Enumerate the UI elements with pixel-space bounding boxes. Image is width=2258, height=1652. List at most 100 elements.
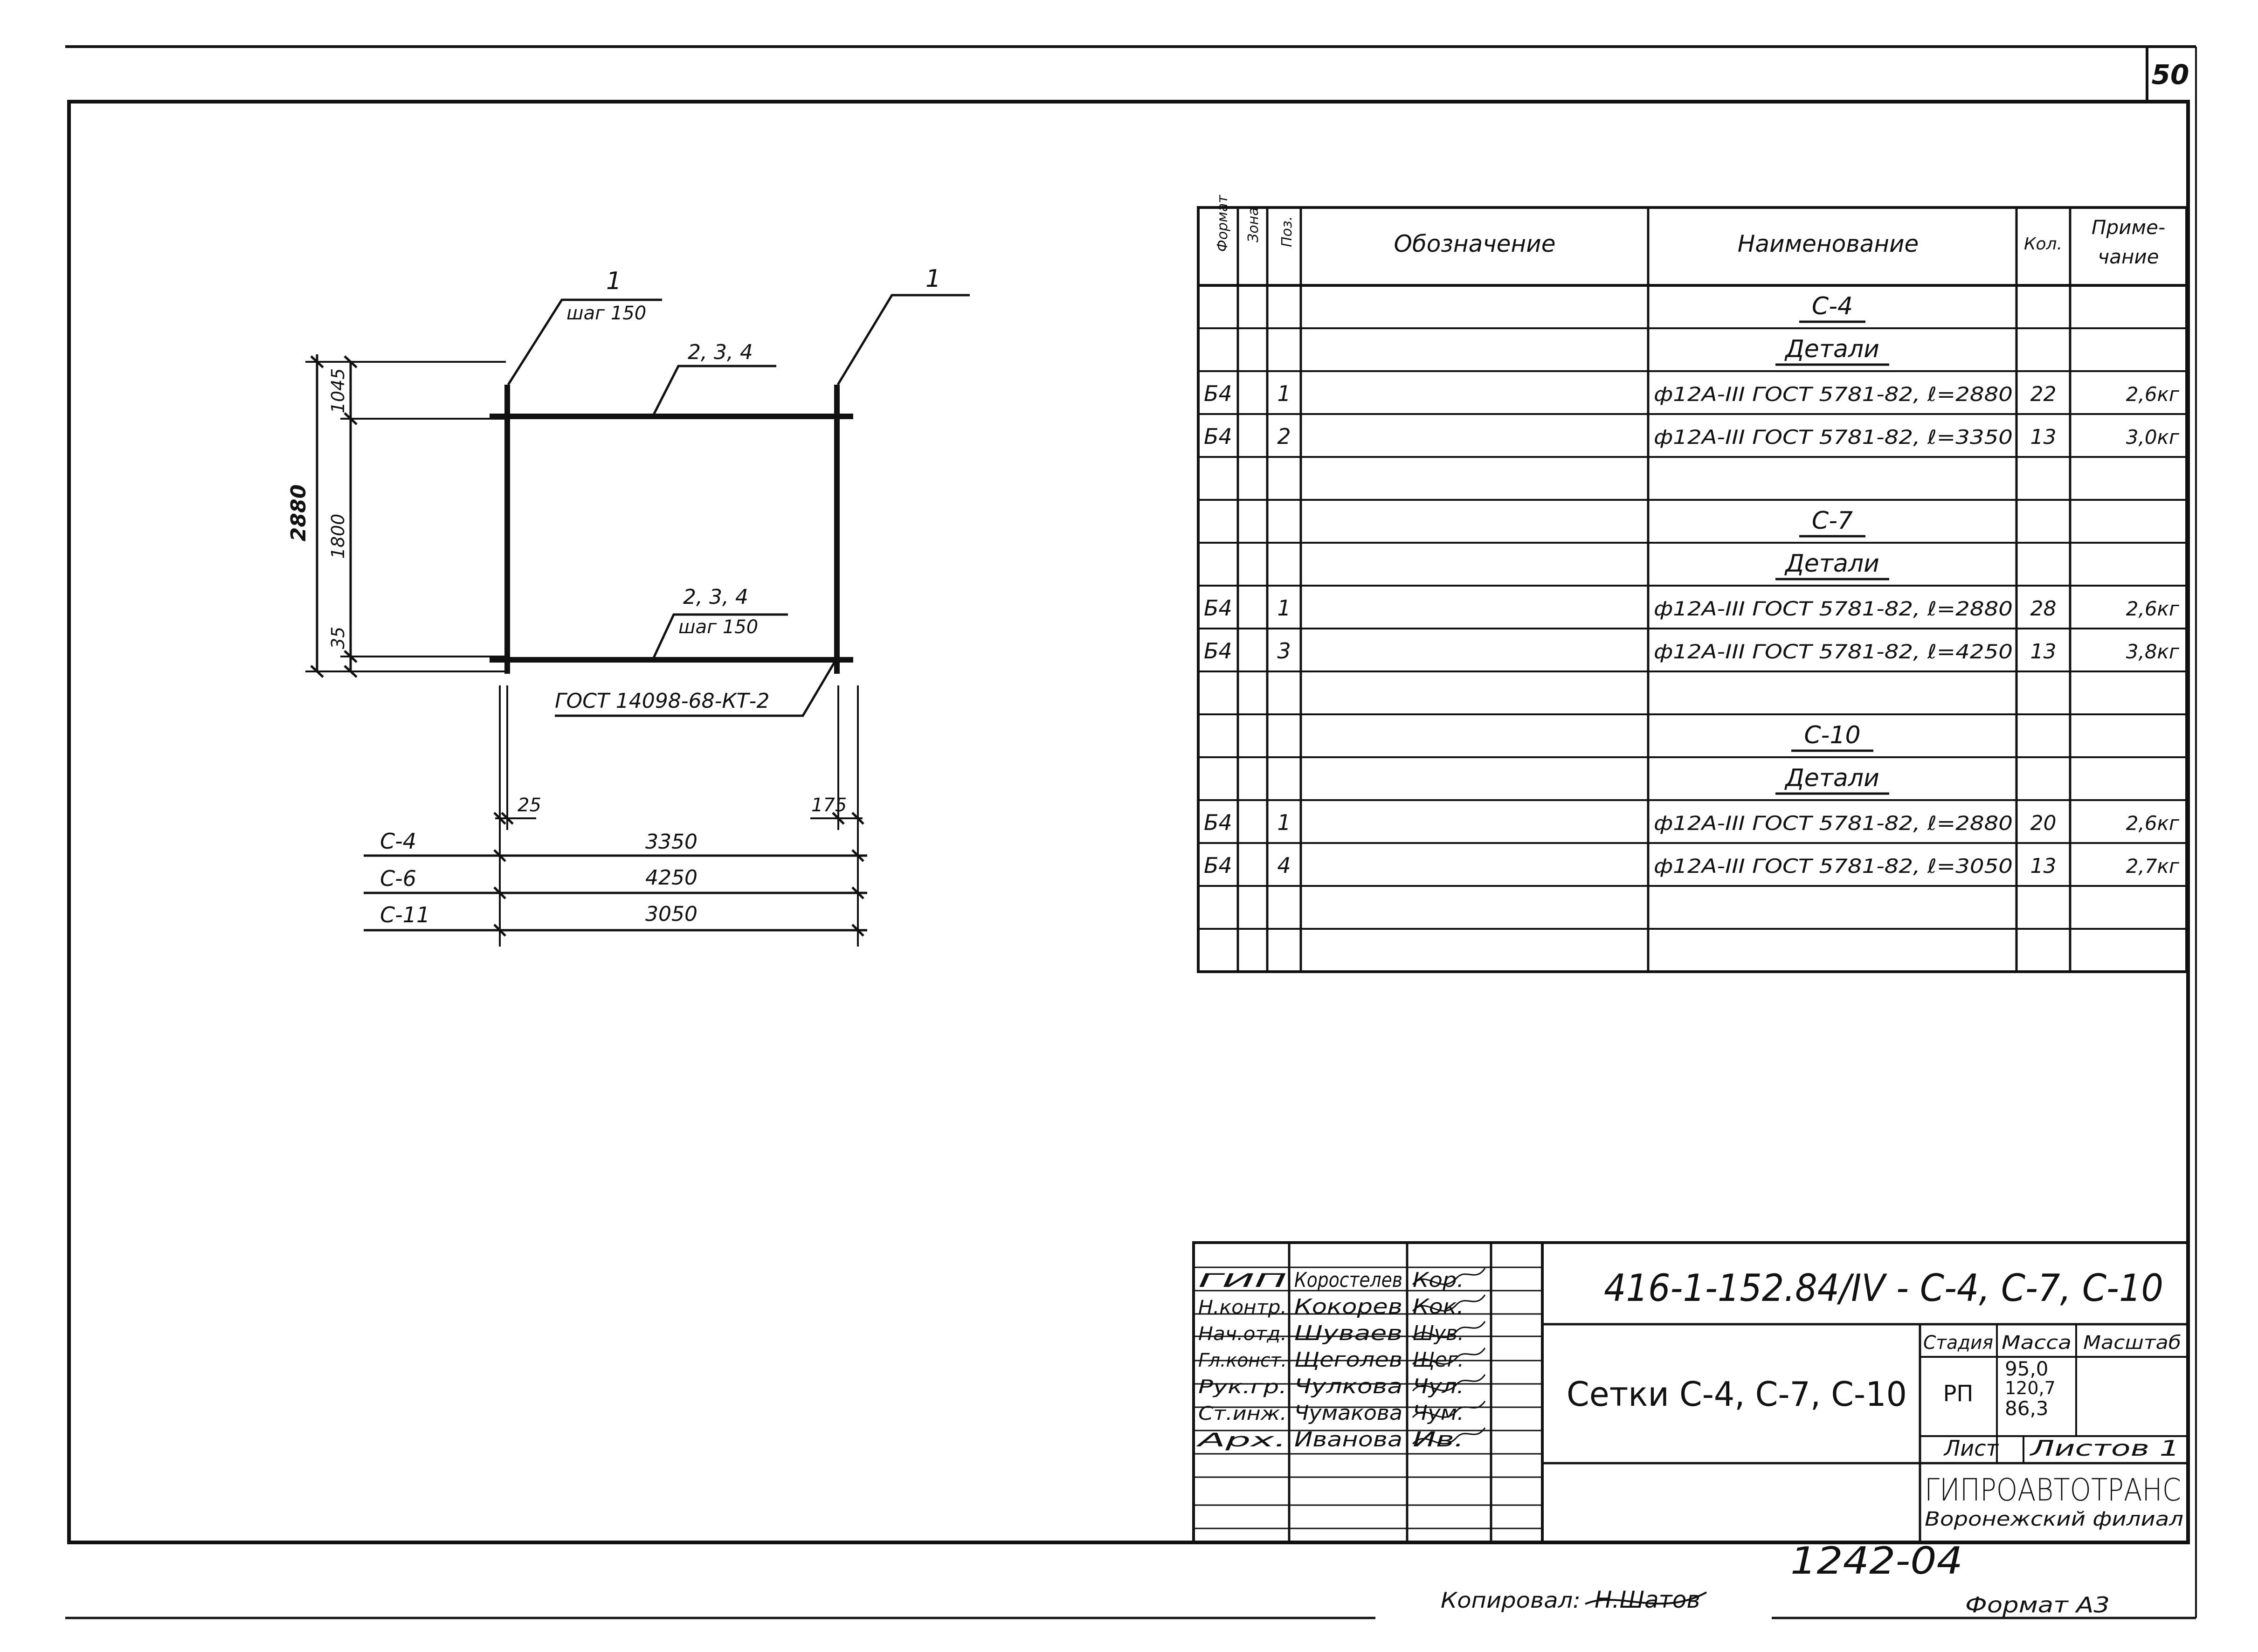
spec-cell-qty: 20 [2030,811,2057,835]
spec-cell-qty: 13 [2030,640,2057,664]
label-bars-top: 2, 3, 4 [688,340,753,364]
spec-cell-qty: 28 [2030,597,2057,621]
spec-group-title: Детали [1784,335,1879,363]
mesh-name-c4: С-4 [380,829,416,854]
dim-175: 175 [811,795,847,816]
header-note-1: Приме- [2092,216,2165,239]
dim-35: 35 [328,627,348,649]
header-pos: Поз. [1279,216,1295,247]
spec-row: Детали [1775,764,1889,795]
mesh-length-c11: 3050 [645,902,697,926]
label-bar-1-left: 1 [606,267,621,295]
header-zone: Зона [1245,207,1262,242]
person-name: Коростелев [1294,1268,1402,1292]
person-role: Рук.гр. [1198,1376,1287,1398]
document-code: 416-1-152.84/IV - С-4, С-7, С-10 [1604,1266,2163,1310]
spec-cell-name: ф12А-III ГОСТ 5781-82, ℓ=2880 [1654,597,2013,620]
dim-25: 25 [518,795,541,816]
mesh-labels: 1 шаг 150 1 2, 3, 4 2, 3, 4 шаг 150 ГОСТ… [287,265,941,927]
spec-cell-format: Б4 [1204,595,1232,621]
mesh-drawing [305,294,970,947]
copied-label: Копировал: [1441,1588,1581,1613]
spec-cell-name: ф12А-III ГОСТ 5781-82, ℓ=3350 [1654,426,2013,449]
signature-flourish [1412,1348,1486,1365]
person-name: Чулкова [1294,1375,1402,1398]
header-format: Формат [1215,194,1231,252]
dim-2880: 2880 [287,484,311,541]
page-number: 50 [2152,59,2189,90]
spec-table-header: Формат Зона Поз. Обозначение Наименовани… [1215,194,2165,268]
person-name: Иванова [1294,1428,1402,1452]
mass-value-1: 95,0 [2005,1357,2049,1380]
spec-cell-pos: 1 [1277,595,1291,621]
spec-row: С-7 [1799,507,1865,538]
mass-value-3: 86,3 [2005,1397,2049,1420]
spec-row: С-10 [1791,721,1873,752]
spec-cell-note: 2,6кг [2126,383,2180,406]
spec-row: Детали [1775,335,1889,366]
spec-cell-format: Б4 [1204,381,1232,406]
person-name: Щеголев [1294,1348,1402,1372]
bottom-notes: 1242-04 Копировал: Н.Шатов Формат А3 [1441,1539,2110,1617]
spec-cell-format: Б4 [1204,424,1232,449]
spec-cell-format: Б4 [1204,810,1232,835]
spec-cell-note: 2,7кг [2126,855,2180,878]
spec-row: С-4 [1799,292,1865,323]
person-role: ГИП [1198,1270,1287,1292]
signature-flourish [1412,1268,1486,1285]
spec-group-title: Детали [1784,764,1879,792]
spec-group-title: С-7 [1812,507,1853,535]
spec-row: Детали [1775,550,1889,581]
leader-top-right [836,294,970,386]
leader-bottom-mid [651,613,788,661]
label-bars-bottom: 2, 3, 4 [683,585,748,609]
header-qty: Кол. [2024,235,2062,254]
spec-cell-pos: 1 [1277,381,1291,406]
spec-cell-name: ф12А-III ГОСТ 5781-82, ℓ=2880 [1654,383,2013,406]
format-label: Формат А3 [1965,1592,2110,1617]
title-block-texts: 416-1-152.84/IV - С-4, С-7, С-10 Сетки С… [1567,1266,2183,1530]
spec-cell-name: ф12А-III ГОСТ 5781-82, ℓ=2880 [1654,812,2013,835]
spec-cell-pos: 3 [1277,638,1291,664]
header-note-2: чание [2098,245,2159,268]
person-name: Чумакова [1294,1401,1402,1425]
spec-table: Формат Зона Поз. Обозначение Наименовани… [1197,194,2188,973]
person-name: Шуваев [1294,1321,1402,1345]
signature-flourish [1412,1401,1486,1418]
label-step-left: шаг 150 [566,303,646,324]
spec-cell-qty: 22 [2030,382,2057,406]
spec-group-title: С-10 [1804,721,1860,749]
spec-cell-pos: 1 [1277,810,1291,835]
person-name: Кокорев [1294,1295,1402,1319]
label-bar-1-right: 1 [925,265,941,293]
dim-1045: 1045 [328,368,348,414]
title-block [1192,1241,2189,1544]
org-name: ГИПРОАВТОТРАНС [1925,1472,2181,1508]
mass-label: Масса [2002,1332,2072,1354]
sheets-label: Листов 1 [2029,1436,2180,1461]
sheet-frame [65,45,2197,1619]
spec-cell-pos: 4 [1277,853,1291,878]
leader-gost [555,661,836,717]
org-branch: Воронежский филиал [1925,1507,2183,1530]
signature-flourish [1412,1427,1486,1445]
person-role: Арх. [1195,1430,1287,1451]
spec-cell-note: 3,8кг [2126,640,2180,663]
person-role: Н.контр. [1198,1297,1287,1318]
spec-cell-qty: 13 [2030,854,2057,878]
label-gost: ГОСТ 14098-68-КТ-2 [555,689,769,713]
spec-cell-name: ф12А-III ГОСТ 5781-82, ℓ=3050 [1654,855,2013,878]
scale-label: Масштаб [2083,1332,2181,1354]
person-role: Ст.инж. [1198,1403,1287,1424]
mesh-name-c11: С-11 [380,902,430,927]
